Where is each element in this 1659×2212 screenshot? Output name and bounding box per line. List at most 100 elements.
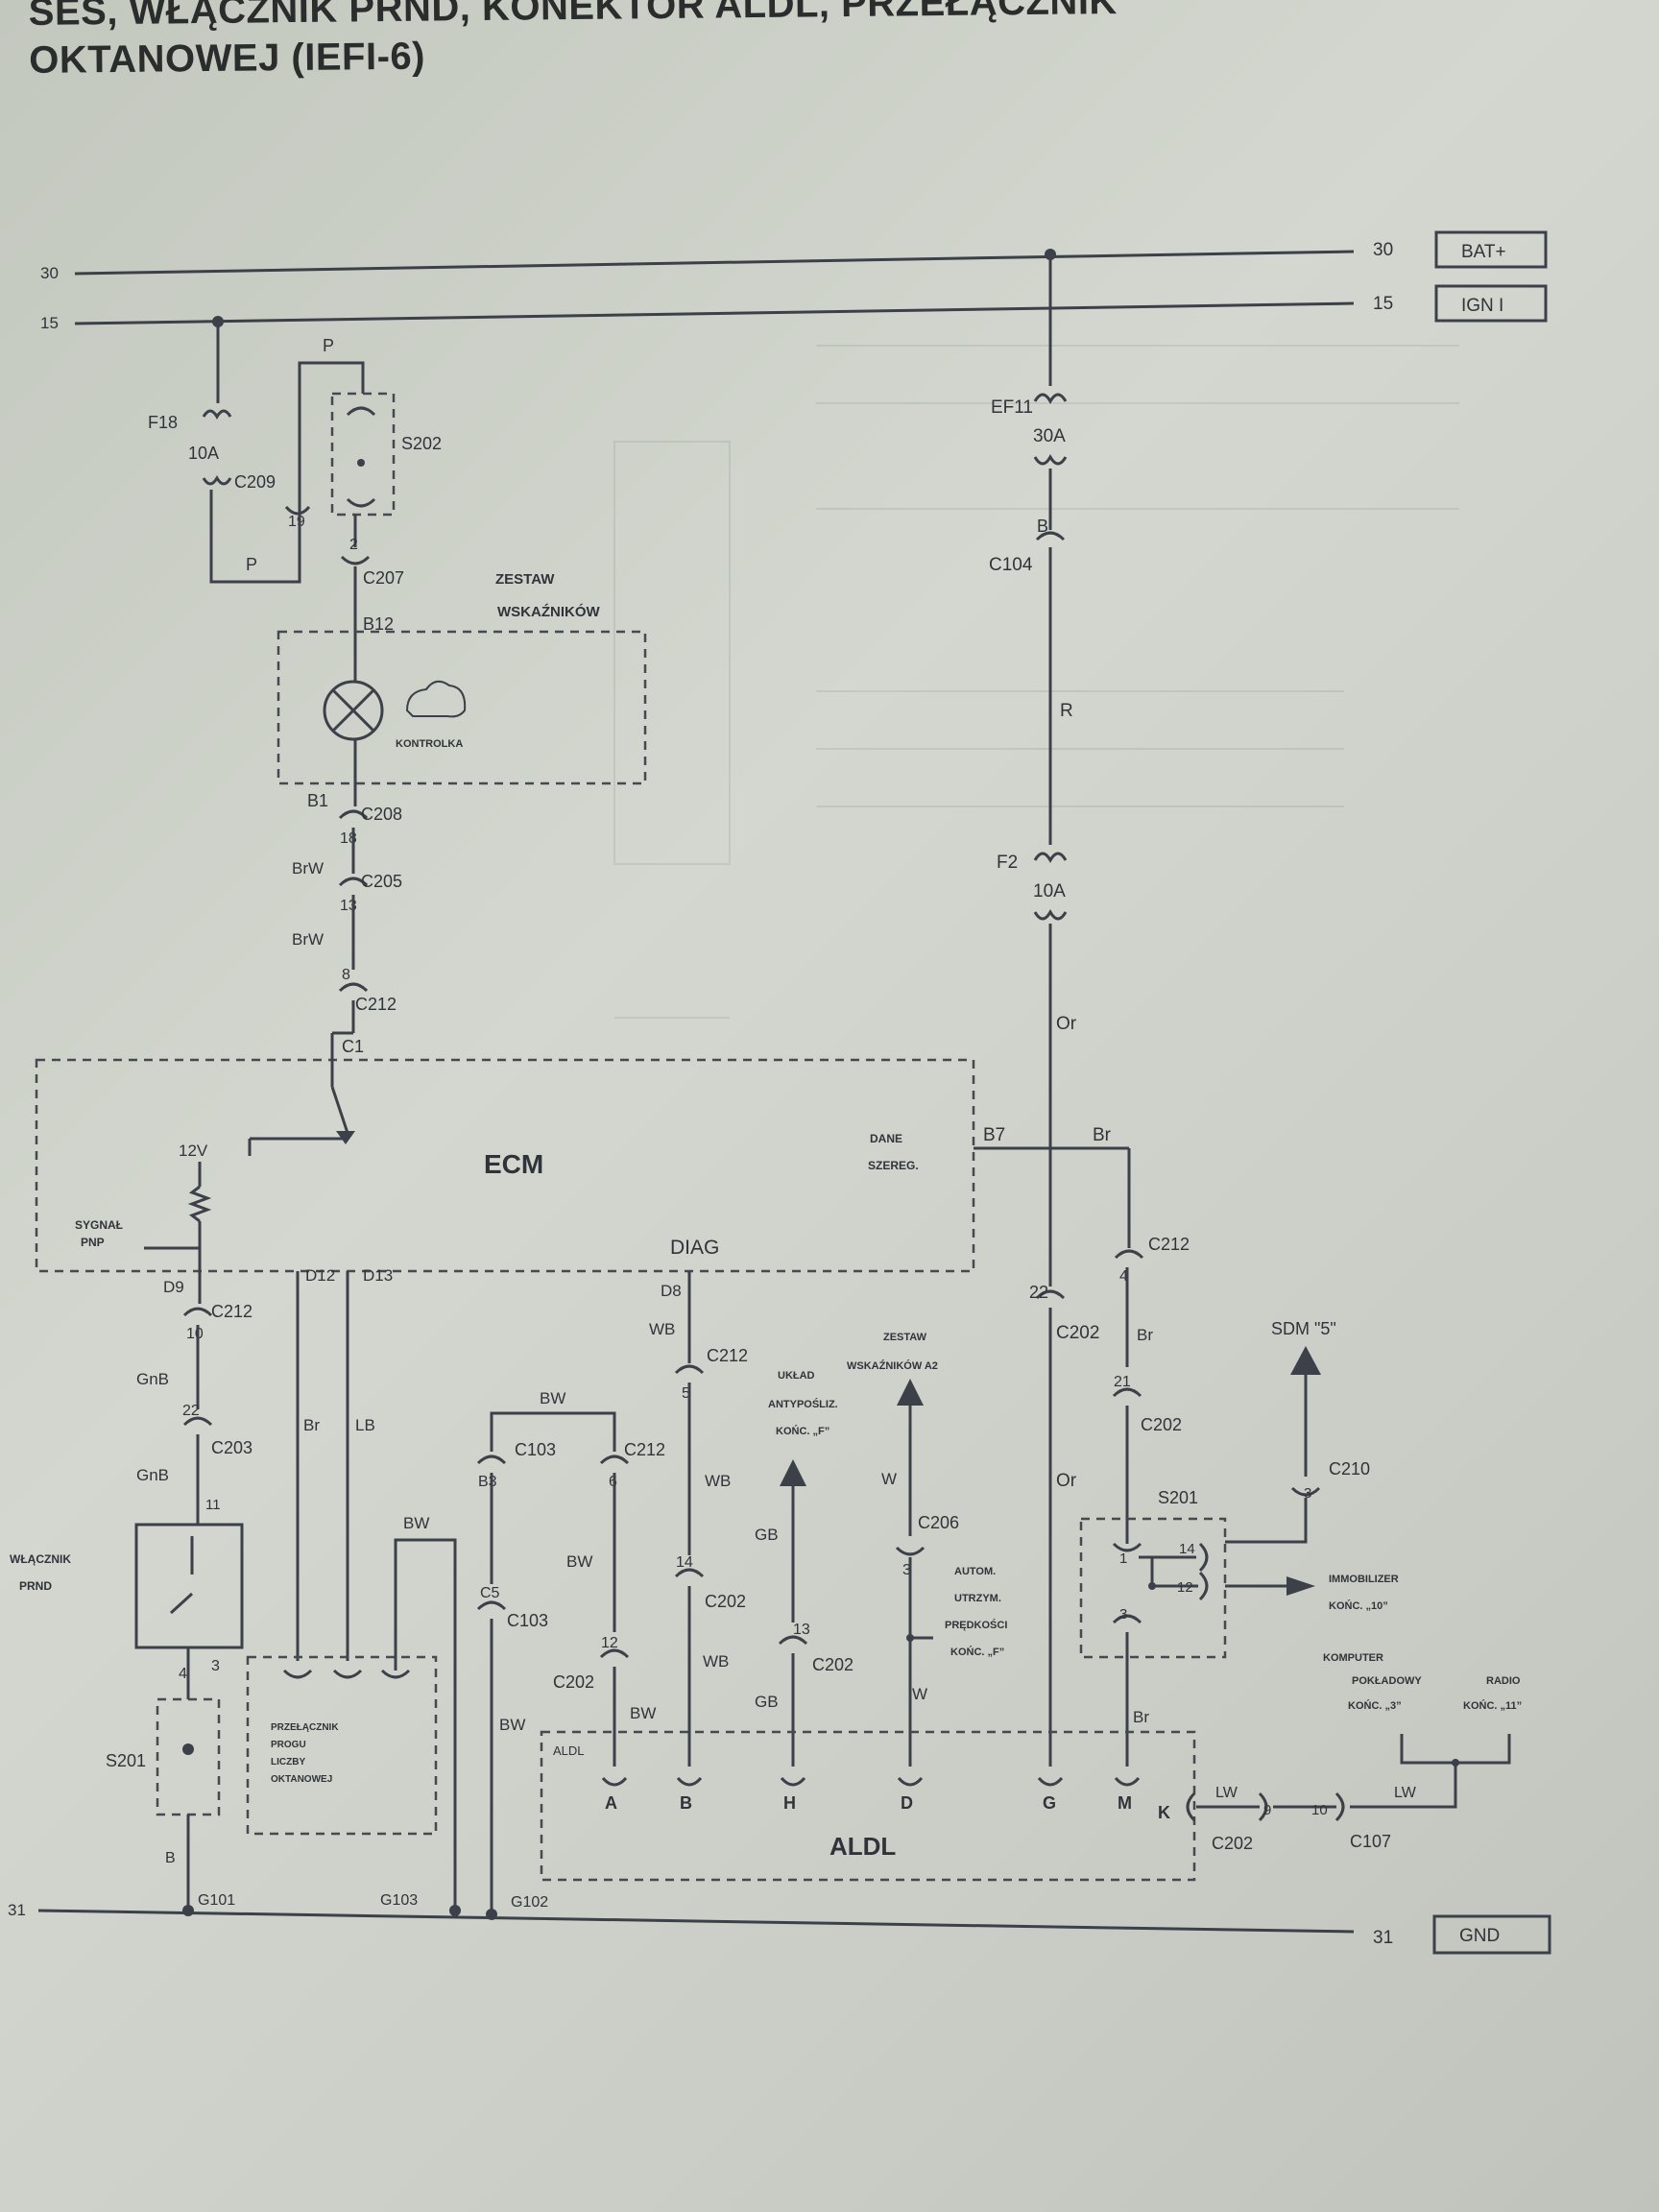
rail-bat-tag: BAT+: [1461, 242, 1506, 262]
radio-kombi-refs: KOMPUTER POKŁADOWY KOŃC. „3” RADIO KOŃC.…: [1323, 1652, 1522, 1767]
svg-text:C212: C212: [1148, 1235, 1190, 1254]
engine-icon: [405, 680, 467, 718]
svg-text:C212: C212: [707, 1346, 748, 1365]
svg-text:C207: C207: [363, 568, 404, 588]
rail-bat-line: [74, 250, 1355, 276]
svg-text:5: 5: [682, 1385, 690, 1402]
rail-gnd-line: [37, 1909, 1355, 1934]
svg-text:4: 4: [179, 1666, 187, 1682]
svg-text:B: B: [680, 1793, 692, 1813]
svg-text:C210: C210: [1329, 1459, 1370, 1479]
rail-ign-right-num: 15: [1373, 294, 1393, 314]
fuse-ef11: EF11 30A: [991, 393, 1068, 466]
cluster-label-1: ZESTAW: [495, 571, 555, 588]
wire-r-label: R: [1060, 701, 1073, 721]
svg-text:D13: D13: [363, 1266, 393, 1285]
s201-splice-box: [1079, 1517, 1227, 1659]
svg-text:Br: Br: [1093, 1125, 1112, 1145]
svg-text:KOŃC. „10”: KOŃC. „10”: [1329, 1599, 1388, 1612]
svg-text:GB: GB: [755, 1526, 779, 1544]
rail-bat-tag-box: [1434, 230, 1548, 269]
svg-text:G101: G101: [198, 1892, 235, 1909]
lamp-icon: [323, 680, 384, 741]
svg-text:K: K: [1158, 1803, 1170, 1822]
svg-text:B3: B3: [478, 1474, 497, 1490]
svg-text:P: P: [246, 555, 257, 574]
ecm-signal-1: SYGNAŁ: [75, 1218, 123, 1232]
octane-label-4: OKTANOWEJ: [271, 1774, 332, 1785]
svg-text:C202: C202: [705, 1592, 746, 1611]
rail-ign-tag: IGN I: [1461, 296, 1503, 316]
svg-text:A: A: [605, 1793, 617, 1813]
prnd-label-1: WŁĄCZNIK: [10, 1552, 71, 1566]
svg-text:14: 14: [676, 1554, 693, 1571]
rail-ign-left-num: 15: [40, 314, 59, 332]
svg-text:W: W: [912, 1685, 927, 1703]
connector-c104-cup: [1035, 531, 1066, 541]
octane-branch: D12 D13 Br LB PRZEŁĄCZNIK PROGU LICZBY O…: [246, 1266, 461, 1916]
svg-text:3: 3: [211, 1658, 220, 1674]
svg-text:10: 10: [186, 1326, 204, 1342]
svg-text:W: W: [881, 1470, 897, 1488]
svg-text:C212: C212: [355, 995, 397, 1014]
svg-text:3: 3: [902, 1562, 911, 1578]
svg-text:KOŃC. „11”: KOŃC. „11”: [1463, 1699, 1522, 1712]
svg-text:LB: LB: [355, 1416, 375, 1434]
diag-line: D8 WB C212 5 WB 14 C202 WB: [649, 1271, 748, 1767]
right-feed: EF11 30A B C104 R F2 10A Or 22 C202 Or: [989, 249, 1099, 1813]
rail-gnd-left-num: 31: [8, 1901, 26, 1919]
svg-text:19: 19: [288, 514, 305, 530]
svg-text:12: 12: [601, 1635, 618, 1651]
svg-text:C202: C202: [1212, 1834, 1253, 1853]
cluster-lamp: KONTROLKA: [396, 738, 463, 750]
fuse-ef11-rating: 30A: [1033, 426, 1066, 446]
rail-bat-right-num: 30: [1373, 240, 1393, 260]
svg-text:C208: C208: [361, 805, 402, 824]
br-branch: C212 4 Br 21 C202 S201 1 14 12 3 Br M: [1079, 1148, 1227, 1813]
fuse-ef11-name: EF11: [991, 397, 1033, 418]
rail-gnd-tag: GND: [1459, 1926, 1500, 1946]
svg-text:WB: WB: [705, 1472, 731, 1490]
svg-text:IMMOBILIZER: IMMOBILIZER: [1329, 1574, 1399, 1585]
svg-text:BW: BW: [540, 1389, 565, 1407]
ecm-box: ECM DIAG 12V SYGNAŁ PNP DANE SZEREG. B7 …: [35, 1052, 1129, 1275]
svg-text:13: 13: [793, 1622, 810, 1638]
svg-text:1: 1: [1119, 1551, 1127, 1567]
svg-text:G103: G103: [380, 1892, 418, 1909]
fuse-f18-rating: 10A: [188, 444, 219, 463]
octane-label-1: PRZEŁĄCZNIK: [271, 1722, 339, 1733]
svg-text:ANTYPOŚLIZ.: ANTYPOŚLIZ.: [768, 1398, 838, 1410]
svg-text:8: 8: [342, 967, 350, 983]
svg-text:PRĘDKOŚCI: PRĘDKOŚCI: [945, 1619, 1007, 1631]
cluster-label-2: WSKAŹNIKÓW: [497, 603, 600, 620]
ecm-signal-2: PNP: [81, 1236, 105, 1249]
rail-bat-left-num: 30: [40, 264, 59, 282]
c104-pin: B: [1037, 517, 1048, 536]
sdm-ref: SDM "5" 3 C210 IMMOBILIZER KOŃC. „10”: [1225, 1319, 1399, 1612]
c104-label: C104: [989, 555, 1033, 575]
svg-text:9: 9: [1263, 1802, 1271, 1818]
svg-text:B1: B1: [307, 791, 328, 810]
wire-or-label-1: Or: [1056, 1014, 1077, 1034]
svg-text:4: 4: [1119, 1268, 1128, 1285]
svg-text:BrW: BrW: [292, 930, 324, 949]
prnd-branch: D9 C212 10 GnB 22 C203 GnB WŁĄCZNIK PRND…: [10, 1271, 252, 1916]
sdm-label: SDM "5": [1271, 1319, 1336, 1338]
svg-text:GnB: GnB: [136, 1466, 169, 1484]
svg-text:C209: C209: [234, 472, 276, 492]
svg-text:UKŁAD: UKŁAD: [778, 1370, 815, 1382]
svg-text:WSKAŹNIKÓW A2: WSKAŹNIKÓW A2: [847, 1359, 938, 1372]
svg-text:BrW: BrW: [292, 859, 324, 878]
svg-text:RADIO: RADIO: [1486, 1675, 1521, 1687]
svg-text:12: 12: [1177, 1579, 1193, 1596]
svg-text:C5: C5: [480, 1585, 500, 1601]
aldl-label: ALDL: [830, 1832, 896, 1861]
svg-text:BW: BW: [499, 1716, 525, 1734]
svg-text:M: M: [1118, 1793, 1132, 1813]
svg-text:D: D: [901, 1793, 913, 1813]
svg-text:14: 14: [1179, 1541, 1195, 1557]
svg-text:C103: C103: [507, 1611, 548, 1630]
svg-text:2: 2: [349, 537, 358, 553]
